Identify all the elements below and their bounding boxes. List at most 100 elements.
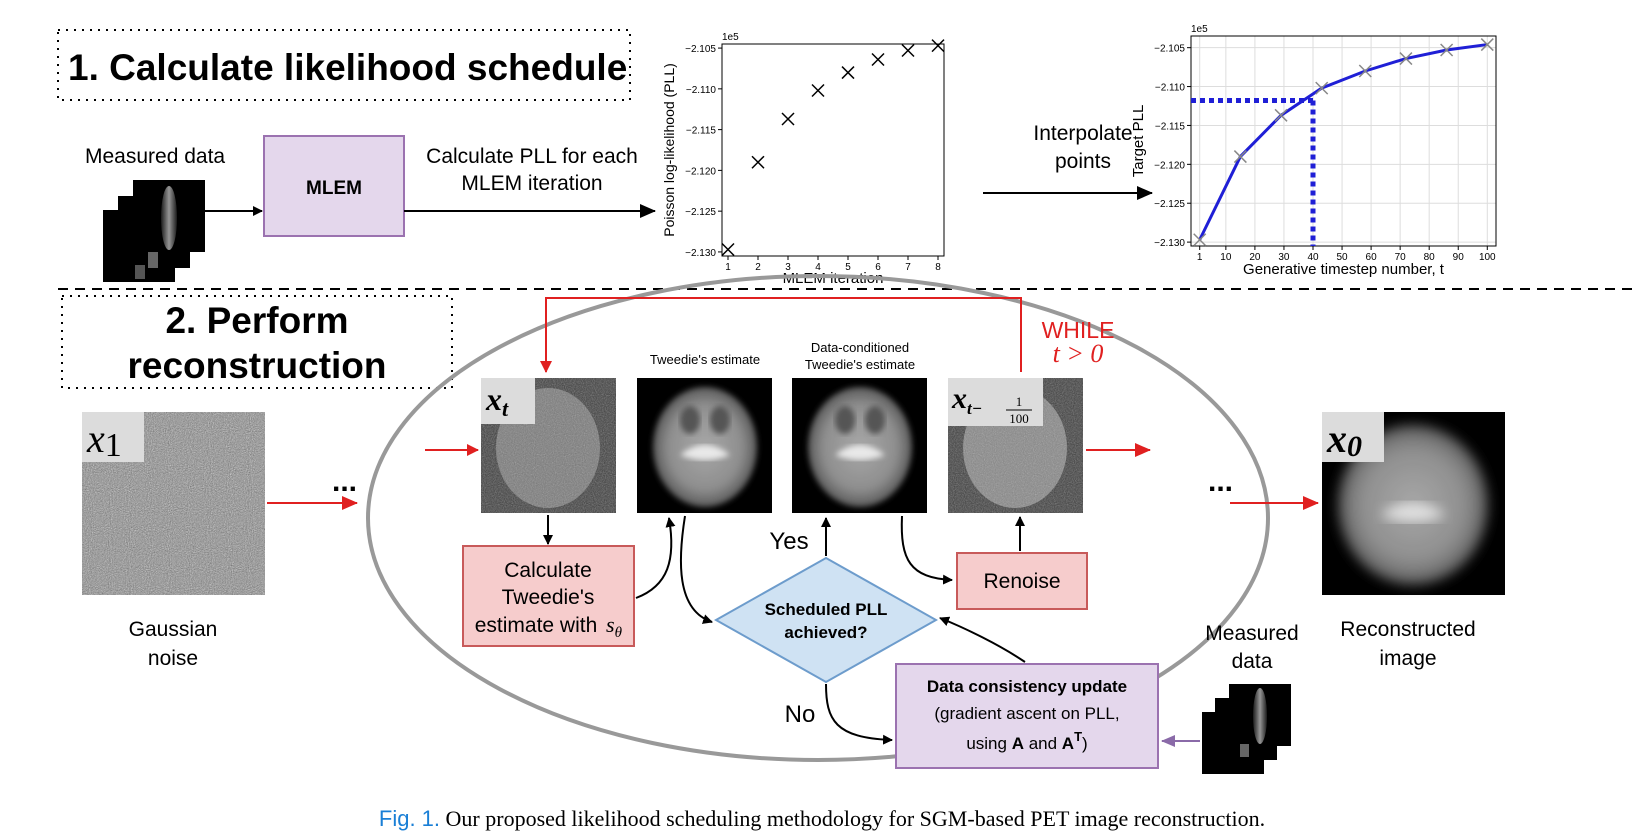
caption-text: Our proposed likelihood scheduling metho… (445, 806, 1266, 831)
chart1-point (811, 83, 825, 98)
chart1-point-b (721, 242, 735, 257)
chart1-ytick-label: −2.120 (685, 166, 716, 177)
chart1-xtick-label: 1 (725, 262, 731, 273)
decision-line1: Scheduled PLL (765, 600, 888, 619)
calc-pll-line2: MLEM iteration (461, 172, 602, 195)
chart2-point-b (1358, 64, 1372, 78)
xt-next-label: xt− (951, 382, 982, 418)
chart2-point (1233, 150, 1247, 164)
chart1-frame (721, 43, 945, 257)
chart1-point (931, 39, 945, 53)
chart2-frame (1190, 35, 1497, 247)
chart2-xtick-label: 30 (1278, 252, 1290, 263)
chart1-xtick-label: 6 (875, 262, 881, 273)
dc-update-line2: (gradient ascent on PLL, (934, 704, 1119, 723)
calc-tweedie-symbol: sθ (606, 612, 623, 641)
xt-next-image: xt− 1 100 (948, 378, 1083, 513)
interpolate-line1: Interpolate (1033, 122, 1132, 145)
chart2-point-b (1193, 233, 1207, 247)
tweedie-estimate-image (637, 378, 772, 513)
dc-update-box (895, 663, 1159, 769)
reconstructed-line2: image (1379, 647, 1436, 670)
chart1-point-b (841, 66, 855, 80)
section-2-title-line1: 2. Perform (165, 300, 348, 341)
chart2-xtick-label: 40 (1307, 252, 1319, 263)
chart1-point (901, 43, 915, 58)
arrow-dc-to-renoise (900, 515, 953, 585)
chart2-xtick-label: 90 (1453, 252, 1465, 263)
chart1-xtick-label: 7 (905, 262, 911, 273)
chart2-point (1399, 52, 1413, 66)
section-1-title: 1. Calculate likelihood schedule (68, 47, 627, 88)
decision-diamond (713, 556, 939, 684)
reconstructed-image: x0 (1322, 412, 1505, 595)
chart2-point (1358, 64, 1372, 78)
reconstructed-line1: Reconstructed (1340, 618, 1475, 641)
tweedie-title: Tweedie's estimate (650, 352, 760, 367)
gaussian-noise-image: x1 (82, 412, 265, 595)
chart1-ytick-label: −2.115 (686, 126, 717, 137)
chart2-xtick-label: 50 (1336, 252, 1348, 263)
arrow-calc-to-tweedie (635, 517, 676, 599)
chart2-xtick-label: 70 (1395, 252, 1407, 263)
chart1-point-b (781, 112, 795, 126)
chart1-point-b (871, 52, 885, 67)
while-condition: t > 0 (1053, 339, 1104, 368)
chart1-point-b (901, 43, 915, 58)
renoise-label: Renoise (983, 570, 1060, 593)
arrow-tweedie-to-decision (679, 515, 713, 624)
chart2-point (1193, 233, 1207, 247)
ellipsis-left: ... (332, 465, 357, 498)
gaussian-line2: noise (148, 647, 198, 670)
gaussian-line1: Gaussian (129, 618, 218, 641)
chart2-point (1315, 81, 1329, 95)
chart2-point-b (1274, 108, 1288, 122)
calc-tweedie-line2: Tweedie's (502, 586, 595, 609)
mlem-box (263, 135, 405, 237)
chart2-point-b (1233, 150, 1247, 164)
xt-image: xt (481, 378, 616, 513)
chart2-ytick-label: −2.105 (1154, 44, 1185, 55)
chart1-ytick-label: −2.130 (685, 248, 716, 259)
measured-data-label: Measured data (85, 145, 225, 168)
xt-next-frac-num: 1 (1016, 394, 1023, 409)
calc-tweedie-line1: Calculate (504, 559, 592, 582)
figure-caption: Fig. 1. Our proposed likelihood scheduli… (0, 806, 1644, 832)
yes-label: Yes (769, 528, 808, 555)
chart2-point-b (1480, 38, 1494, 52)
chart1-xtick-label: 3 (785, 262, 791, 273)
caption-fig-label: Fig. 1. (378, 806, 441, 831)
chart1-ylabel: Poisson log-likelihood (PLL) (661, 63, 677, 237)
ellipsis-right: ... (1208, 465, 1233, 498)
section-2-title-line2: reconstruction (127, 345, 386, 386)
chart2-xtick-label: 80 (1424, 252, 1436, 263)
measured-data-stack-2 (1202, 684, 1291, 774)
x0-label: x0 (1326, 416, 1362, 463)
chart1-point (721, 242, 735, 257)
chart1-scale-label: 1e5 (722, 32, 739, 43)
dc-tweedie-line1: Data-conditioned (811, 340, 909, 355)
chart1-point (871, 52, 885, 67)
chart1-point (841, 66, 855, 80)
measured-data-stack (103, 180, 205, 282)
xt-next-frac-den: 100 (1009, 411, 1029, 426)
chart2-xtick-label: 1 (1197, 252, 1203, 263)
chart1-ytick-label: −2.110 (686, 85, 717, 96)
chart2-scale-label: 1e5 (1191, 24, 1208, 35)
chart2-xtick-label: 20 (1249, 252, 1261, 263)
chart2-point (1274, 108, 1288, 122)
chart2-point (1440, 43, 1454, 57)
chart2-ytick-label: −2.110 (1155, 83, 1186, 94)
calc-tweedie-line3: estimate with (475, 614, 598, 637)
chart2-xtick-label: 100 (1479, 252, 1496, 263)
chart1-xtick-label: 4 (815, 262, 821, 273)
chart2-series-line (1198, 43, 1488, 241)
no-label: No (785, 701, 816, 728)
dc-update-line1: Data consistency update (927, 677, 1127, 696)
xt-label: xt (485, 381, 509, 421)
chart2-point-b (1315, 81, 1329, 95)
section-1: 1. Calculate likelihood schedule Measure… (57, 24, 1497, 287)
chart2-xtick-label: 10 (1220, 252, 1232, 263)
